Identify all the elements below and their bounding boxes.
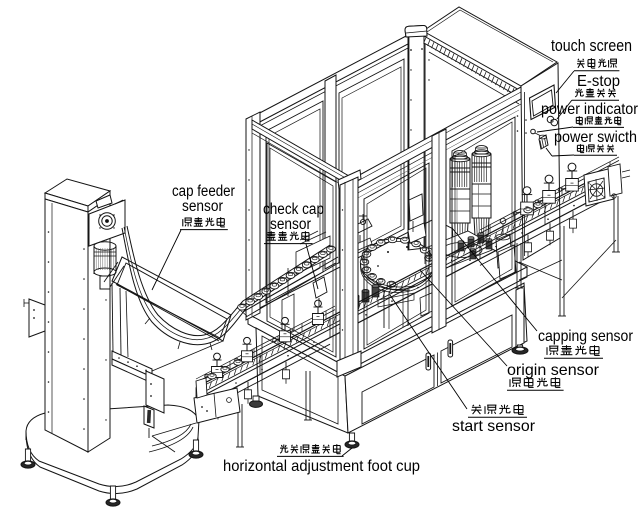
svg-text:power indicator: power indicator xyxy=(541,101,639,118)
svg-text:check cap: check cap xyxy=(263,201,324,218)
svg-text:origin sensor: origin sensor xyxy=(507,362,600,379)
svg-text:power swicth: power swicth xyxy=(554,129,637,146)
svg-text:horizontal adjustment foot cup: horizontal adjustment foot cup xyxy=(223,458,420,475)
svg-text:start sensor: start sensor xyxy=(452,418,536,435)
svg-text:E-stop: E-stop xyxy=(577,73,620,90)
svg-text:capping sensor: capping sensor xyxy=(538,328,634,345)
svg-text:cap feeder: cap feeder xyxy=(172,183,235,200)
svg-text:sensor: sensor xyxy=(270,216,311,233)
svg-text:sensor: sensor xyxy=(182,198,223,215)
svg-text:touch screen: touch screen xyxy=(551,36,632,55)
